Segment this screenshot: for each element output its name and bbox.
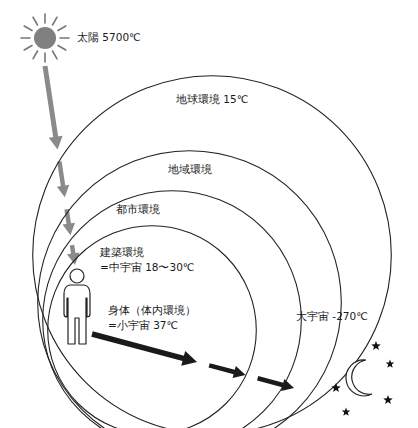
cosmos-node: 大宇宙 -270℃	[296, 310, 404, 428]
node-label: 大宇宙 -270℃	[296, 310, 368, 323]
node-label: 太陽 5700℃	[77, 31, 141, 44]
region-circle: 地域環境都市環境建築環境 =中宇宙 18〜30℃ 身体（体内環境） =小宇宙 37℃	[37, 150, 342, 428]
circle-outline	[32, 75, 392, 428]
node-label: =中宇宙 18〜30℃	[100, 261, 195, 274]
node-label: 地域環境	[168, 163, 212, 176]
building-circle: 建築環境 =中宇宙 18〜30℃ 身体（体内環境） =小宇宙 37℃	[47, 225, 257, 428]
body-node: 身体（体内環境） =小宇宙 37℃	[58, 268, 200, 348]
node-label: 都市環境	[116, 203, 160, 216]
node-label: =小宇宙 37℃	[108, 319, 178, 332]
city-circle: 都市環境建築環境 =中宇宙 18〜30℃ 身体（体内環境） =小宇宙 37℃	[42, 190, 302, 428]
sun-icon	[19, 12, 71, 64]
moon-stars-icon	[296, 328, 400, 428]
earth-circle: 地球環境 15℃ 地域環境都市環境建築環境 =中宇宙 18〜30℃ 身体（体内環境） =…	[32, 75, 392, 428]
energy-arrow	[92, 334, 294, 391]
node-label: 身体（体内環境）	[108, 304, 196, 317]
person-icon	[58, 268, 96, 346]
node-label: 建築環境	[100, 246, 144, 259]
node-label: 地球環境 15℃	[176, 93, 249, 106]
sun-node: 太陽 5700℃	[19, 12, 145, 66]
